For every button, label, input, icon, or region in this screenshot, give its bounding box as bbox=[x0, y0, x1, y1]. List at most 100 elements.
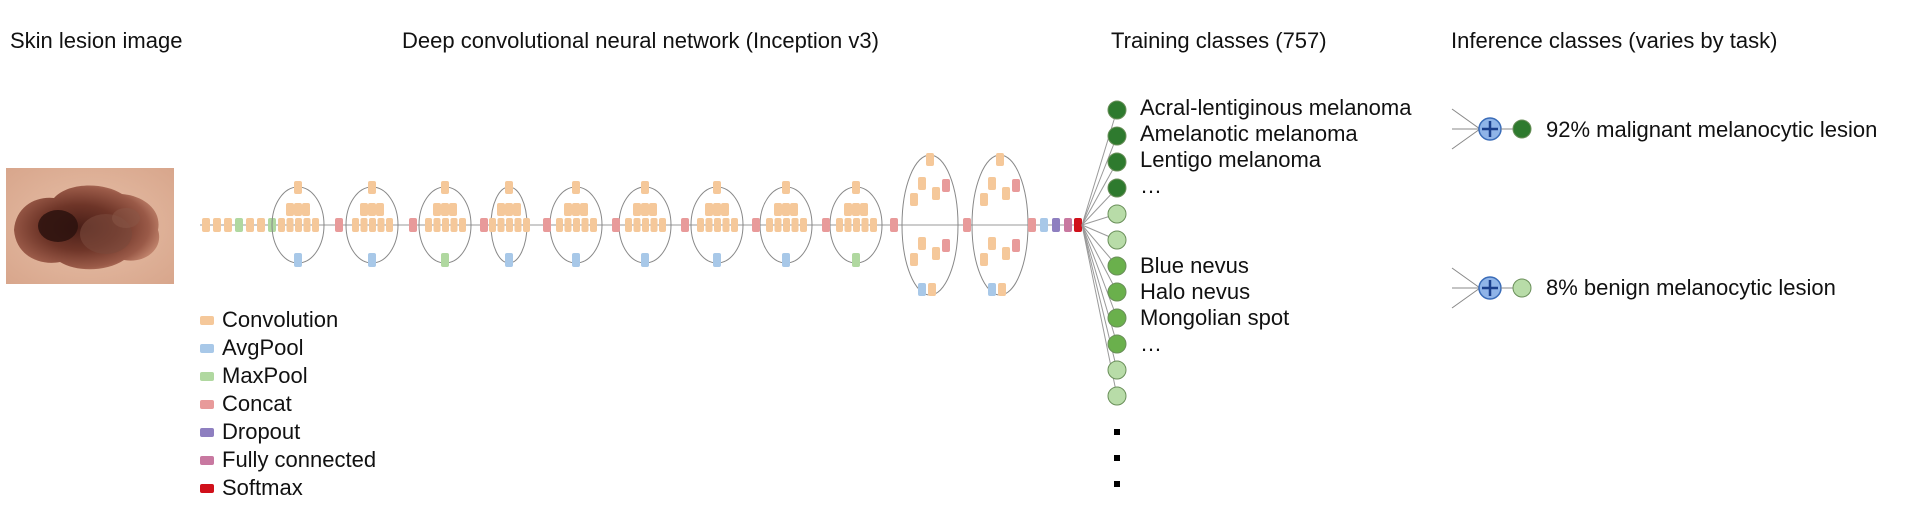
pool-block bbox=[505, 253, 513, 267]
conv-block bbox=[625, 218, 632, 232]
concat-block bbox=[942, 239, 950, 252]
training-class-label: … bbox=[1140, 173, 1162, 198]
conv-block bbox=[928, 283, 936, 296]
legend-label: MaxPool bbox=[222, 363, 308, 388]
conv-block bbox=[564, 218, 572, 232]
concat-block bbox=[1012, 239, 1020, 252]
conv-block bbox=[572, 181, 580, 194]
head-block bbox=[1040, 218, 1048, 232]
conv-block bbox=[449, 203, 457, 216]
conv-block bbox=[368, 181, 376, 194]
training-class-node bbox=[1107, 386, 1127, 406]
conv-block bbox=[988, 177, 996, 190]
conv-block bbox=[910, 193, 918, 206]
concat-block bbox=[963, 218, 971, 232]
conv-block bbox=[853, 218, 860, 232]
training-class-label: Amelanotic melanoma bbox=[1140, 121, 1358, 146]
training-class-node bbox=[1107, 282, 1127, 302]
inference-input-line bbox=[1451, 267, 1481, 289]
legend-item: Fully connected bbox=[200, 446, 376, 474]
conv-block bbox=[360, 218, 368, 232]
conv-block bbox=[302, 203, 310, 216]
conv-block bbox=[641, 203, 649, 216]
conv-block bbox=[713, 181, 721, 194]
conv-block bbox=[988, 237, 996, 250]
header-network: Deep convolutional neural network (Incep… bbox=[402, 28, 879, 53]
conv-block bbox=[642, 218, 649, 232]
conv-block bbox=[980, 253, 988, 266]
stem-block bbox=[246, 218, 254, 232]
inference-input-line bbox=[1451, 108, 1481, 130]
concat-block bbox=[890, 218, 898, 232]
conv-block bbox=[705, 218, 713, 232]
pool-block bbox=[713, 253, 721, 267]
concat-block bbox=[681, 218, 689, 232]
training-class-node bbox=[1107, 334, 1127, 354]
conv-block bbox=[844, 218, 852, 232]
conv-block bbox=[861, 218, 869, 232]
conv-block bbox=[523, 218, 530, 232]
legend-label: Fully connected bbox=[222, 447, 377, 472]
conv-block bbox=[783, 218, 790, 232]
inference-input-line bbox=[1451, 128, 1481, 150]
inference-input-line bbox=[1451, 287, 1481, 309]
conv-block bbox=[910, 253, 918, 266]
concat-block bbox=[822, 218, 830, 232]
conv-block bbox=[386, 218, 393, 232]
concat-block bbox=[1012, 179, 1020, 192]
conv-block bbox=[766, 218, 773, 232]
conv-block bbox=[497, 218, 505, 232]
conv-block bbox=[278, 218, 285, 232]
conv-block bbox=[633, 218, 641, 232]
legend-label: Convolution bbox=[222, 307, 339, 332]
legend-label: AvgPool bbox=[222, 335, 304, 360]
conv-block bbox=[433, 218, 441, 232]
conv-block bbox=[489, 218, 496, 232]
pool-block bbox=[782, 253, 790, 267]
inference-node-benign bbox=[1512, 278, 1532, 298]
conv-block bbox=[450, 218, 458, 232]
concat-block bbox=[335, 218, 343, 232]
concat-block bbox=[543, 218, 551, 232]
conv-block bbox=[722, 218, 730, 232]
legend-label: Dropout bbox=[222, 419, 301, 444]
stem-block bbox=[202, 218, 210, 232]
head-block bbox=[1064, 218, 1072, 232]
conv-block bbox=[295, 218, 302, 232]
conv-block bbox=[926, 153, 934, 166]
conv-block bbox=[505, 203, 513, 216]
legend-label: Softmax bbox=[222, 475, 303, 500]
stem-block bbox=[224, 218, 232, 232]
pool-block bbox=[368, 253, 376, 267]
inference-label-malignant: 92% malignant melanocytic lesion bbox=[1546, 117, 1878, 142]
stem-block bbox=[213, 218, 221, 232]
legend-label: Concat bbox=[222, 391, 292, 416]
inference-label-benign: 8% benign melanocytic lesion bbox=[1546, 275, 1836, 300]
conv-block bbox=[918, 237, 926, 250]
legend-swatch bbox=[200, 371, 214, 381]
conv-block bbox=[791, 218, 799, 232]
conv-block bbox=[980, 193, 988, 206]
conv-block bbox=[286, 218, 294, 232]
vertical-dots-icon bbox=[1114, 455, 1120, 461]
conv-block bbox=[998, 283, 1006, 296]
conv-block bbox=[433, 203, 441, 216]
legend-swatch bbox=[200, 399, 214, 409]
head-block bbox=[1052, 218, 1060, 232]
fanout-line bbox=[1081, 224, 1118, 319]
conv-block bbox=[996, 153, 1004, 166]
conv-block bbox=[782, 181, 790, 194]
head-block bbox=[1028, 218, 1036, 232]
header-input: Skin lesion image bbox=[10, 28, 183, 53]
conv-block bbox=[774, 203, 782, 216]
training-class-node bbox=[1107, 100, 1127, 120]
conv-block bbox=[513, 203, 521, 216]
pool-block bbox=[918, 283, 926, 296]
training-class-node bbox=[1107, 230, 1127, 250]
legend-item: MaxPool bbox=[200, 362, 308, 390]
legend-item: Concat bbox=[200, 390, 292, 418]
fanout-line bbox=[1081, 224, 1118, 293]
conv-block bbox=[441, 181, 449, 194]
conv-block bbox=[573, 218, 580, 232]
